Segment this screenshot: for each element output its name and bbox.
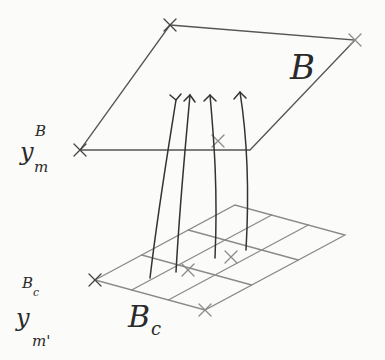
cross-mark bbox=[89, 274, 101, 286]
top-plane bbox=[80, 25, 355, 150]
bottom-plane bbox=[95, 205, 345, 310]
grid-line bbox=[132, 215, 309, 300]
subscript: m bbox=[34, 160, 48, 175]
plane-name: B bbox=[290, 50, 315, 84]
cross-mark bbox=[164, 19, 176, 31]
cross-mark bbox=[225, 251, 237, 263]
variable-letter: y bbox=[16, 306, 30, 330]
cross-mark bbox=[182, 264, 194, 276]
superscript: c bbox=[33, 287, 39, 298]
plane-name: B bbox=[128, 302, 150, 332]
cross-mark bbox=[199, 304, 211, 316]
variable-letter: y bbox=[20, 140, 34, 164]
superscript: B bbox=[35, 124, 46, 139]
subscript: m' bbox=[32, 334, 50, 349]
superscript: B bbox=[22, 276, 33, 291]
cross-mark bbox=[349, 34, 361, 46]
mapping-arrows bbox=[150, 92, 248, 278]
cross-mark bbox=[74, 144, 86, 156]
subscript: c bbox=[151, 320, 161, 338]
